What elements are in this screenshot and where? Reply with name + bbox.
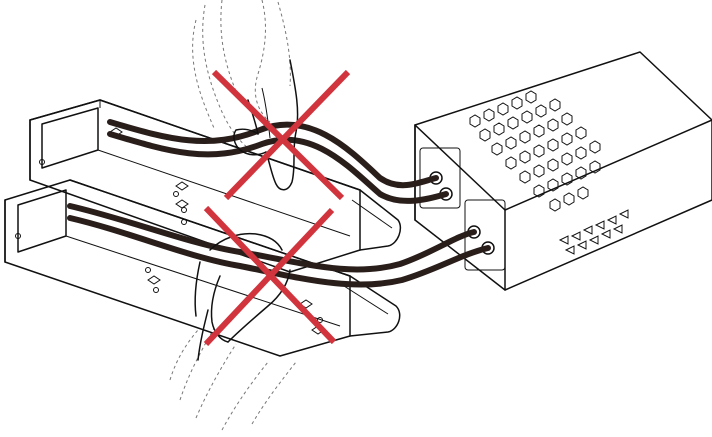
dashed-hand-bottom [170, 328, 296, 430]
prohibition-x-bottom [206, 208, 334, 344]
side-vent [560, 210, 628, 254]
router-box [415, 52, 712, 290]
vent-pattern [470, 91, 600, 211]
